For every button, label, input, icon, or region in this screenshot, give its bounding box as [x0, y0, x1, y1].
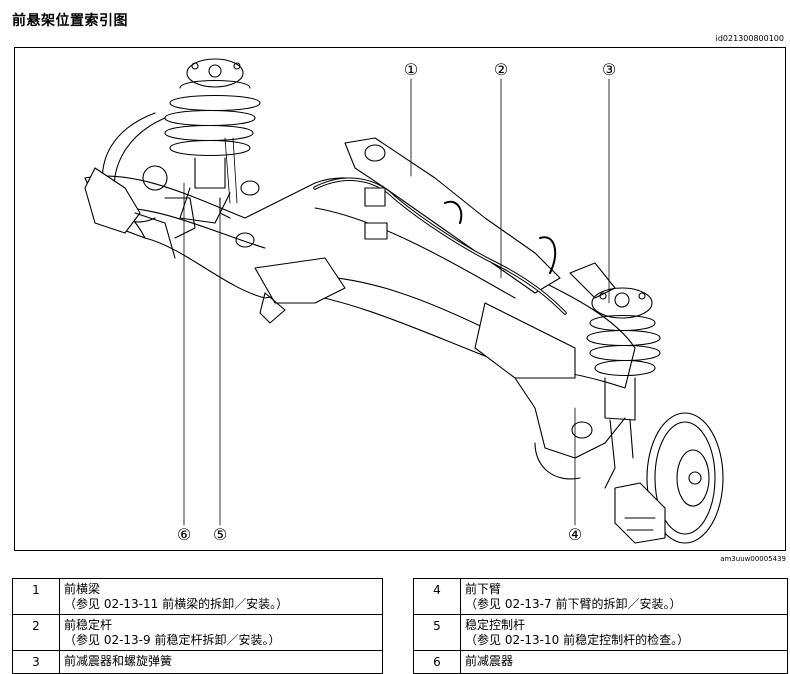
callouts: ① ② ③ ④ ⑤ ⑥	[177, 60, 616, 544]
part-description: 稳定控制杆 （参见 02-13-10 前稳定控制杆的检查。）	[460, 614, 788, 651]
part-name: 前下臂	[465, 582, 502, 596]
leader-lines	[183, 78, 610, 526]
table-row: 5 稳定控制杆 （参见 02-13-10 前稳定控制杆的检查。）	[413, 614, 788, 651]
callout-3: ③	[602, 60, 616, 79]
callout-6: ⑥	[177, 525, 191, 544]
callout-1: ①	[404, 60, 418, 79]
part-description: 前稳定杆 （参见 02-13-9 前稳定杆拆卸／安装。）	[59, 614, 383, 651]
figure-id: am3uuw00005439	[720, 555, 786, 563]
part-number: 6	[413, 650, 461, 674]
part-name: 前减震器	[465, 654, 514, 668]
stabilizer-bar-drawing	[313, 177, 567, 315]
part-description: 前横梁 （参见 02-13-11 前横梁的拆卸／安装。）	[59, 578, 383, 615]
suspension-drawing: ① ② ③ ④ ⑤ ⑥	[84, 58, 724, 544]
part-reference-link[interactable]: （参见 02-13-9 前稳定杆拆卸／安装。）	[64, 633, 281, 647]
suspension-illustration: ① ② ③ ④ ⑤ ⑥	[14, 47, 786, 551]
part-reference-link[interactable]: （参见 02-13-7 前下臂的拆卸／安装。）	[465, 597, 682, 611]
part-reference-link[interactable]: （参见 02-13-10 前稳定控制杆的检查。）	[465, 633, 690, 647]
table-row: 2 前稳定杆 （参见 02-13-9 前稳定杆拆卸／安装。）	[12, 614, 383, 651]
part-description: 前减震器和螺旋弹簧	[59, 650, 383, 674]
part-name: 前减震器和螺旋弹簧	[64, 654, 173, 668]
table-row: 6 前减震器	[413, 650, 788, 674]
callout-5: ⑤	[213, 525, 227, 544]
part-name: 稳定控制杆	[465, 618, 526, 632]
left-brake-drawing	[84, 112, 196, 259]
part-number: 5	[413, 614, 461, 651]
callout-4: ④	[568, 525, 582, 544]
part-reference-link[interactable]: （参见 02-13-11 前横梁的拆卸／安装。）	[64, 597, 289, 611]
part-description: 前下臂 （参见 02-13-7 前下臂的拆卸／安装。）	[460, 578, 788, 615]
part-number: 1	[12, 578, 60, 615]
right-strut-drawing	[569, 262, 661, 489]
parts-table-right: 4 前下臂 （参见 02-13-7 前下臂的拆卸／安装。） 5 稳定控制杆 （参…	[413, 578, 788, 674]
part-number: 2	[12, 614, 60, 651]
crossmember-drawing	[84, 137, 636, 480]
parts-table-left: 1 前横梁 （参见 02-13-11 前横梁的拆卸／安装。） 2 前稳定杆 （参…	[12, 578, 383, 674]
part-name: 前稳定杆	[64, 618, 113, 632]
callout-2: ②	[494, 60, 508, 79]
part-number: 4	[413, 578, 461, 615]
part-number: 3	[12, 650, 60, 674]
document-id: id021300800100	[715, 34, 784, 43]
table-row: 1 前横梁 （参见 02-13-11 前横梁的拆卸／安装。）	[12, 578, 383, 615]
part-name: 前横梁	[64, 582, 101, 596]
right-brake-drawing	[614, 412, 724, 544]
table-row: 4 前下臂 （参见 02-13-7 前下臂的拆卸／安装。）	[413, 578, 788, 615]
part-description: 前减震器	[460, 650, 788, 674]
table-row: 3 前减震器和螺旋弹簧	[12, 650, 383, 674]
page-title: 前悬架位置索引图	[12, 13, 128, 29]
